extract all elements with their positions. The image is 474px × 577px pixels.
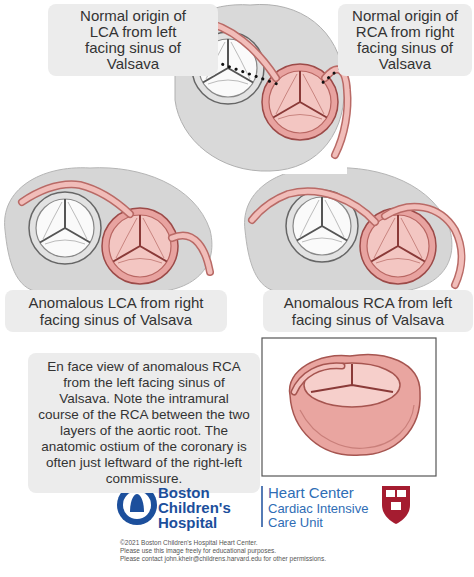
box-text: Normal origin of RCA from right facing s… [346, 8, 464, 72]
label-box: Anomalous RCA from left facing sinus of … [263, 290, 473, 332]
aortic-root [290, 355, 421, 456]
university-shield [391, 502, 401, 510]
hospital-logo [130, 494, 144, 512]
box-text: Anomalous RCA from left facing sinus of … [271, 294, 465, 328]
coronary-artery [325, 69, 348, 155]
root-wall [300, 405, 414, 448]
coronary-artery [172, 236, 210, 272]
heart-silhouette [245, 168, 452, 293]
coronary-artery [385, 207, 461, 285]
box-text: Normal origin of LCA from left facing si… [72, 8, 194, 72]
hospital-logo [123, 491, 151, 519]
pulmonary-valve [29, 192, 101, 264]
intramural-rca [294, 366, 342, 392]
box-text: Anomalous LCA from right facing sinus of… [13, 294, 219, 328]
coronary-artery [325, 69, 348, 155]
coronary-artery [385, 207, 461, 285]
label-box: Normal origin of LCA from left facing si… [48, 4, 218, 76]
coronary-artery [22, 184, 130, 214]
logo-text: Cardiac Intensive Care Unit [268, 502, 380, 530]
heart-silhouette [5, 168, 212, 293]
copyright-note: ©2021 Boston Children's Hospital Heart C… [120, 539, 420, 547]
leader-dots [216, 62, 277, 84]
label-box: Anomalous LCA from right facing sinus of… [5, 290, 227, 332]
copyright-note: Please contact john.kheir@childrens.harv… [120, 555, 420, 563]
aortic-valve [102, 208, 178, 284]
intramural-rca [294, 366, 342, 392]
logo-text: Heart Center [268, 485, 380, 501]
copyright-note: Please use this image freely for educati… [120, 547, 420, 555]
coronary-artery [172, 236, 210, 272]
university-shield [386, 490, 395, 497]
coronary-artery [22, 184, 130, 214]
coronary-artery [252, 191, 375, 222]
university-shield [382, 486, 410, 524]
university-shield [397, 490, 406, 497]
logo-text: Boston Children's Hospital [158, 485, 256, 530]
logo-divider [261, 486, 263, 527]
box-text: En face view of anomalous RCA from the l… [38, 359, 250, 487]
label-box: Normal origin of RCA from right facing s… [338, 4, 472, 76]
coronary-artery [252, 191, 375, 222]
label-box: En face view of anomalous RCA from the l… [28, 353, 260, 493]
image-frame [262, 338, 436, 476]
